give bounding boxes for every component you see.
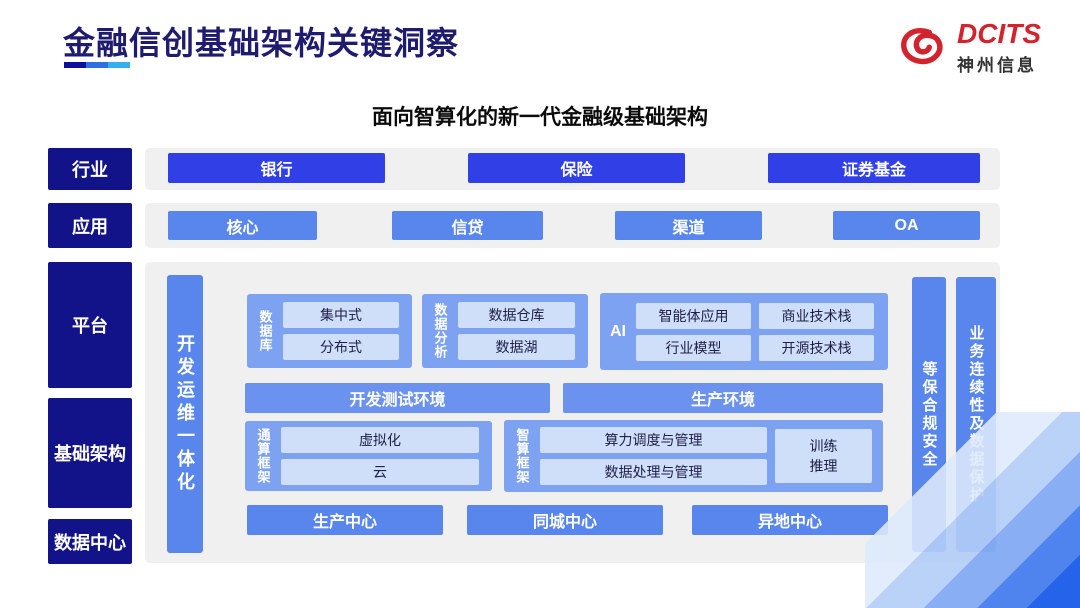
dcits-logo: DCITS 神州信息 bbox=[898, 20, 1041, 76]
analytics-item-warehouse: 数据仓库 bbox=[458, 302, 575, 328]
production-env-bar: 生产环境 bbox=[563, 383, 883, 413]
title-underline bbox=[64, 62, 130, 68]
ai-compute-scheduling: 算力调度与管理 bbox=[540, 427, 767, 453]
side-label-industry: 行业 bbox=[48, 148, 132, 190]
dev-test-env-bar: 开发测试环境 bbox=[245, 383, 550, 413]
industry-item-bank: 银行 bbox=[168, 153, 385, 183]
ai-item-commercial-stack: 商业技术栈 bbox=[759, 302, 874, 329]
ai-item-industry-model: 行业模型 bbox=[636, 334, 751, 361]
corner-stripes-decoration bbox=[865, 412, 1080, 608]
logo-company: 神州信息 bbox=[957, 56, 1037, 75]
application-item-oa: OA bbox=[833, 211, 980, 240]
industry-item-securities: 证券基金 bbox=[768, 153, 980, 183]
industry-item-insurance: 保险 bbox=[468, 153, 685, 183]
application-item-credit: 信贷 bbox=[392, 211, 543, 240]
ai-group-label: AI bbox=[610, 322, 626, 340]
ai-item-open-source-stack: 开源技术栈 bbox=[759, 334, 874, 361]
application-item-core: 核心 bbox=[168, 211, 317, 240]
analytics-group-label: 数据分析 bbox=[432, 303, 448, 359]
side-label-datacenter: 数据中心 bbox=[48, 519, 132, 564]
side-label-platform: 平台 bbox=[48, 262, 132, 388]
database-item-distributed: 分布式 bbox=[283, 334, 399, 360]
general-compute-virtualization: 虚拟化 bbox=[281, 427, 479, 453]
diagram-title: 面向智算化的新一代金融级基础架构 bbox=[372, 106, 708, 129]
center-remote: 异地中心 bbox=[692, 505, 888, 535]
page-title: 金融信创基础架构关键洞察 bbox=[63, 25, 460, 61]
analytics-item-lake: 数据湖 bbox=[458, 334, 575, 360]
analytics-group: 数据分析 数据仓库 数据湖 bbox=[422, 294, 588, 368]
ai-group: AI 智能体应用 商业技术栈 行业模型 开源技术栈 bbox=[600, 293, 888, 370]
center-same-city: 同城中心 bbox=[467, 505, 663, 535]
devops-vertical-bar: 开发运维一体化 bbox=[167, 275, 203, 553]
center-production: 生产中心 bbox=[247, 505, 443, 535]
general-compute-group: 通算框架 虚拟化 云 bbox=[245, 421, 492, 491]
ai-compute-data-processing: 数据处理与管理 bbox=[540, 459, 767, 485]
ai-compute-label: 智算框架 bbox=[514, 428, 530, 484]
logo-brand: DCITS bbox=[957, 18, 1041, 49]
database-item-centralized: 集中式 bbox=[283, 302, 399, 328]
side-label-infrastructure: 基础架构 bbox=[48, 398, 132, 508]
database-group-label: 数据库 bbox=[257, 310, 273, 352]
general-compute-label: 通算框架 bbox=[255, 428, 271, 484]
ai-compute-training-inference: 训练 推理 bbox=[775, 429, 872, 483]
general-compute-cloud: 云 bbox=[281, 459, 479, 485]
ai-item-agent-app: 智能体应用 bbox=[636, 302, 751, 329]
database-group: 数据库 集中式 分布式 bbox=[247, 294, 412, 368]
application-item-channel: 渠道 bbox=[615, 211, 762, 240]
ai-compute-group: 智算框架 算力调度与管理 数据处理与管理 训练 推理 bbox=[504, 420, 883, 492]
side-label-application: 应用 bbox=[48, 203, 132, 248]
dcits-swirl-icon bbox=[898, 25, 948, 71]
